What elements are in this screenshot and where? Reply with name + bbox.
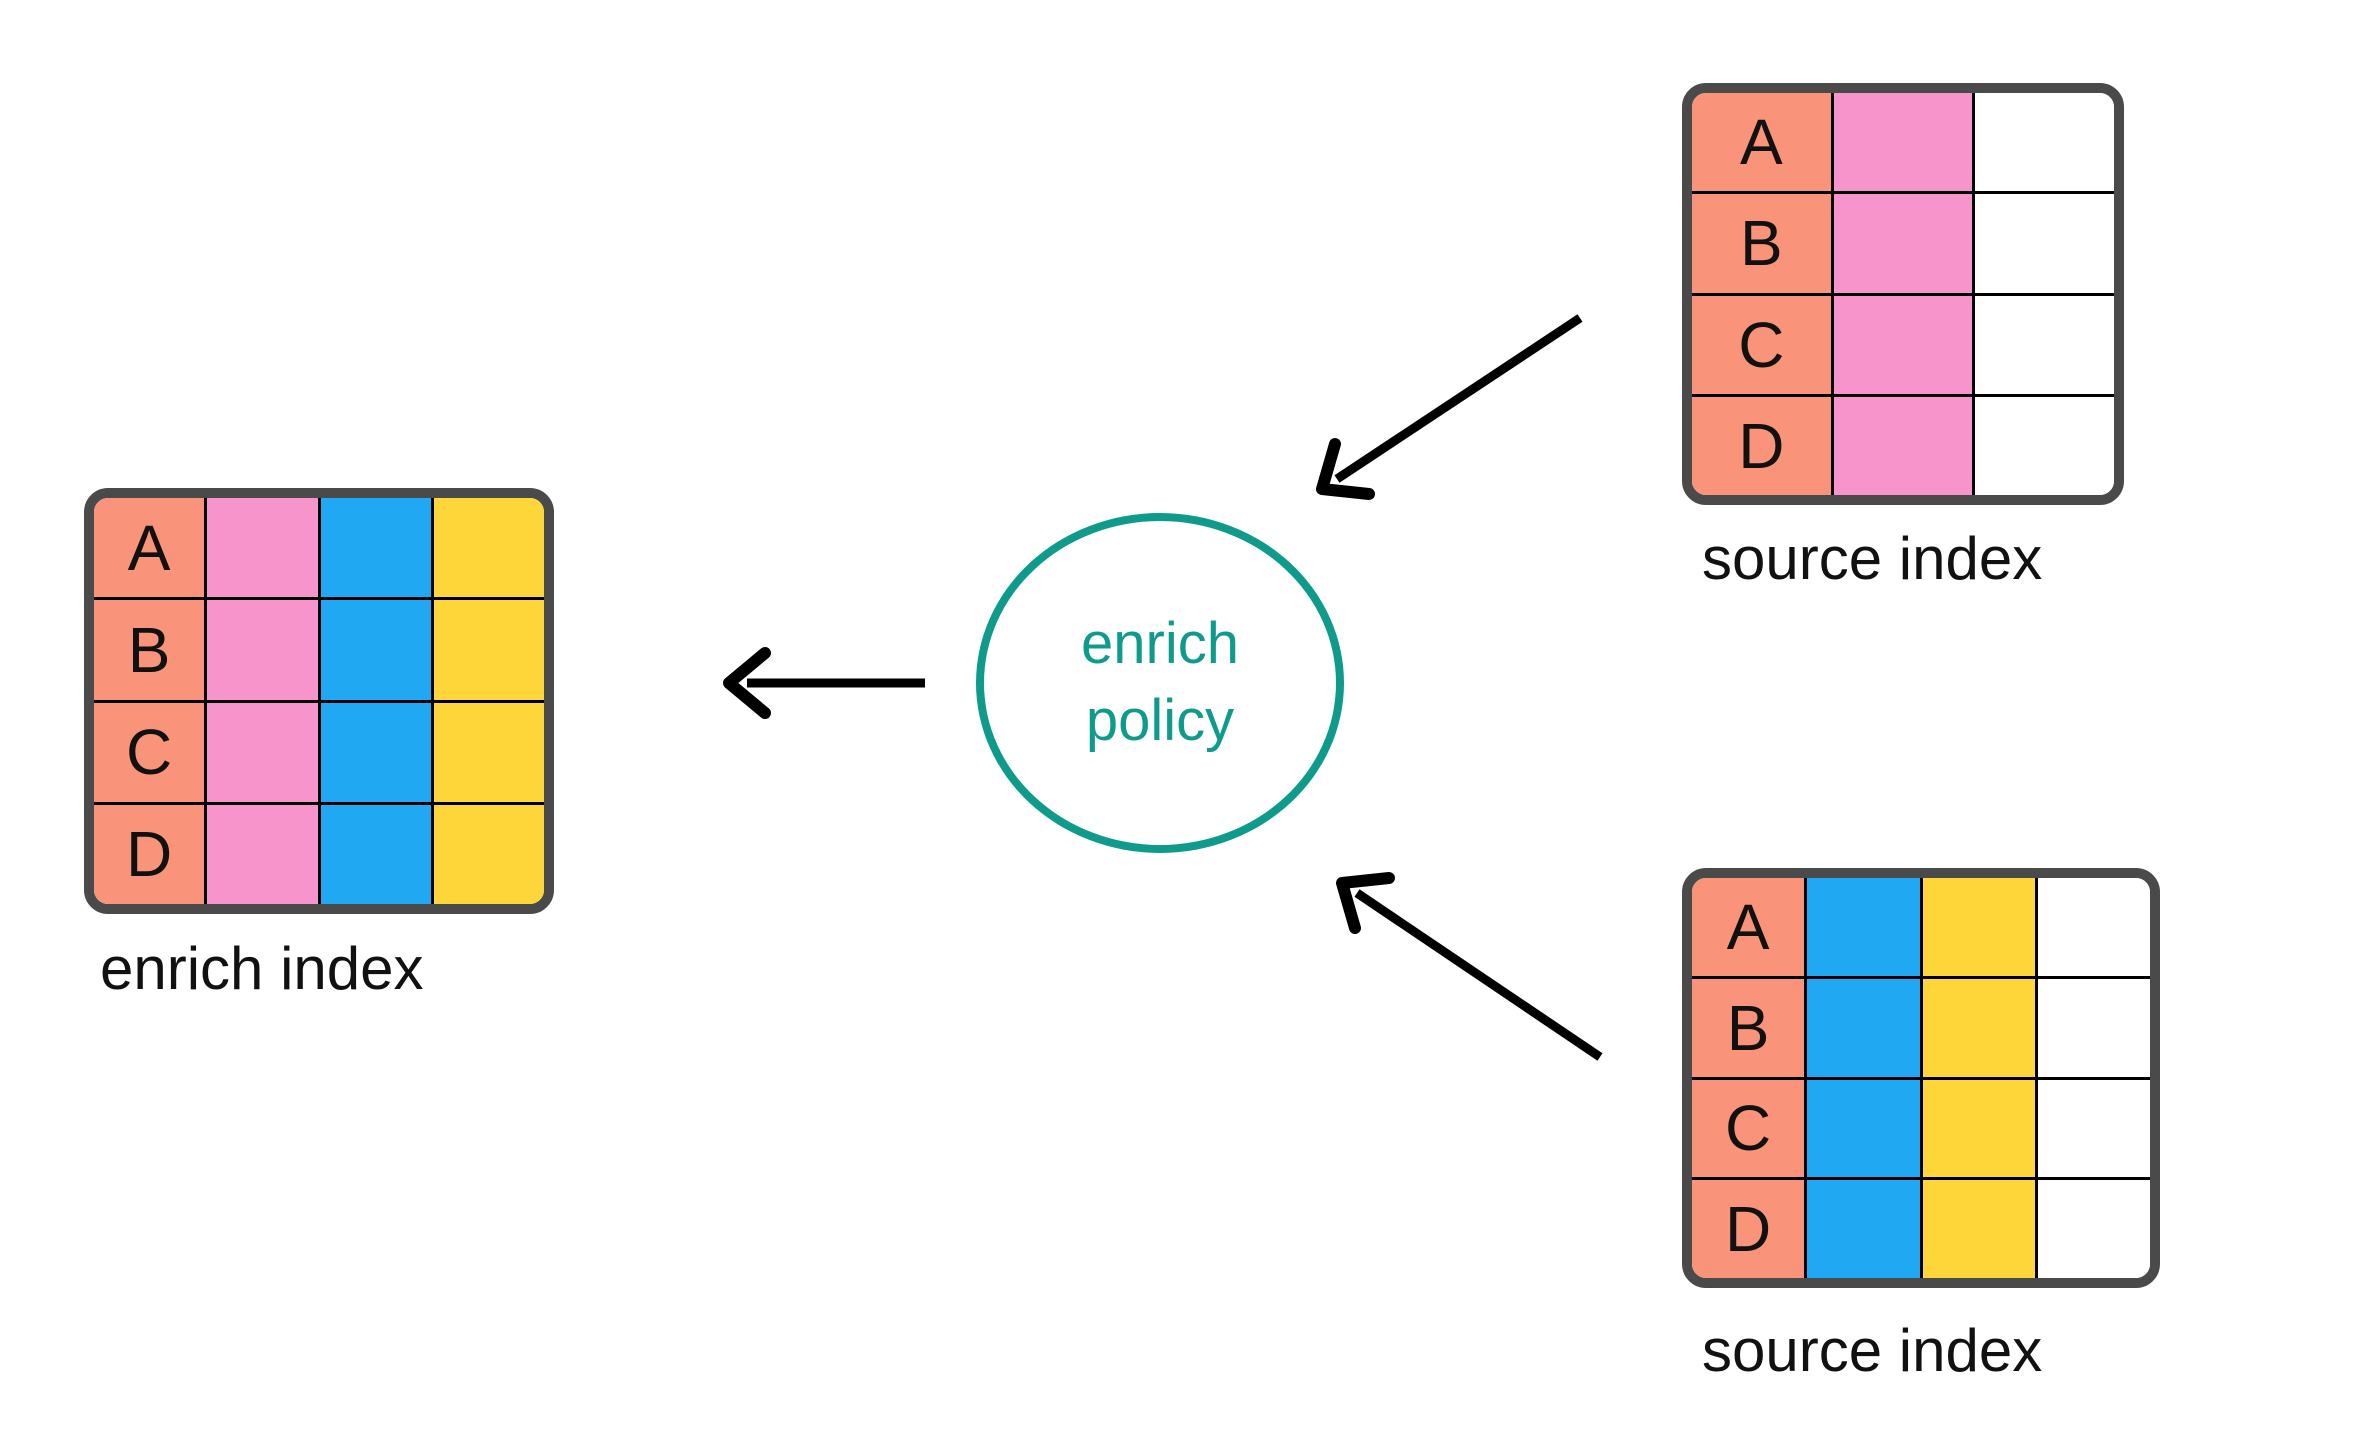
value-cell: [1833, 194, 1976, 293]
value-cell: [207, 804, 321, 904]
key-cell: C: [94, 702, 208, 802]
enrich-policy-circle: enrich policy: [976, 513, 1344, 853]
table-row: A: [1692, 878, 2150, 979]
key-cell: D: [1692, 1180, 1808, 1278]
value-cell: [1975, 93, 2114, 192]
value-cell: [1807, 1079, 1923, 1178]
key-cell: A: [1692, 878, 1808, 976]
key-cell: D: [94, 804, 208, 904]
source-index-table-top: A B C D: [1682, 83, 2124, 505]
arrow-head: [1336, 872, 1395, 934]
value-cell: [1922, 1079, 2038, 1178]
value-cell: [1807, 878, 1923, 976]
row-letter: B: [1726, 991, 1770, 1064]
value-cell: [320, 702, 434, 802]
value-cell: [1975, 194, 2114, 293]
policy-label-line1: enrich: [1081, 611, 1239, 677]
table-row: D: [94, 804, 544, 904]
value-cell: [1833, 396, 1976, 495]
row-letter: C: [1725, 1092, 1772, 1165]
value-cell: [433, 804, 544, 904]
table-row: D: [1692, 1180, 2150, 1278]
arrow-shaft: [1354, 889, 1603, 1061]
table-row: A: [94, 498, 544, 601]
value-cell: [1975, 295, 2114, 394]
value-cell: [2037, 1079, 2150, 1178]
key-cell: B: [1692, 978, 1808, 1077]
value-cell: [1833, 93, 1976, 192]
value-cell: [207, 498, 321, 598]
value-cell: [1807, 1180, 1923, 1278]
table-row: B: [1692, 194, 2114, 296]
arrow-head: [723, 647, 771, 719]
row-letter: B: [1739, 207, 1783, 280]
policy-label-line2: policy: [1085, 688, 1235, 753]
value-cell: [207, 702, 321, 802]
row-letter: D: [126, 818, 173, 891]
value-cell: [207, 600, 321, 700]
table-row: A: [1692, 93, 2114, 195]
value-cell: [320, 600, 434, 700]
source-index-label-bottom: source index: [1702, 1317, 2043, 1384]
row-letter: D: [1738, 409, 1785, 482]
left-arrow-icon: [723, 647, 925, 719]
table-row: B: [1692, 978, 2150, 1080]
enrich-index-label: enrich index: [100, 935, 424, 1002]
row-letter: C: [1738, 308, 1785, 381]
value-cell: [2037, 978, 2150, 1077]
row-letter: A: [1726, 890, 1770, 963]
key-cell: B: [1692, 194, 1834, 293]
value-cell: [1975, 396, 2114, 495]
key-cell: A: [94, 498, 208, 598]
value-cell: [320, 804, 434, 904]
table-row: D: [1692, 396, 2114, 495]
key-cell: B: [94, 600, 208, 700]
source-index-label-top: source index: [1702, 525, 2043, 592]
value-cell: [1833, 295, 1976, 394]
value-cell: [433, 498, 544, 598]
source-index-table-bottom: A B C D: [1682, 868, 2160, 1288]
value-cell: [433, 702, 544, 802]
table-row: C: [94, 702, 544, 805]
arrow-head: [1316, 438, 1375, 500]
value-cell: [433, 600, 544, 700]
value-cell: [320, 498, 434, 598]
key-cell: D: [1692, 396, 1834, 495]
table-row: C: [1692, 295, 2114, 397]
table-row: B: [94, 600, 544, 703]
row-letter: B: [127, 613, 171, 686]
down-left-arrow-icon: [1316, 314, 1583, 500]
key-cell: C: [1692, 1079, 1808, 1178]
row-letter: C: [126, 716, 173, 789]
value-cell: [1922, 1180, 2038, 1278]
value-cell: [1807, 978, 1923, 1077]
table-row: C: [1692, 1079, 2150, 1181]
value-cell: [1922, 978, 2038, 1077]
key-cell: C: [1692, 295, 1834, 394]
up-left-arrow-icon: [1336, 872, 1603, 1061]
row-letter: A: [127, 511, 171, 584]
value-cell: [1922, 878, 2038, 976]
row-letter: D: [1725, 1193, 1772, 1266]
value-cell: [2037, 878, 2150, 976]
key-cell: A: [1692, 93, 1834, 192]
value-cell: [2037, 1180, 2150, 1278]
row-letter: A: [1739, 106, 1783, 179]
arrow-shaft: [1334, 314, 1583, 483]
enrich-index-table: A B C D: [84, 488, 554, 914]
